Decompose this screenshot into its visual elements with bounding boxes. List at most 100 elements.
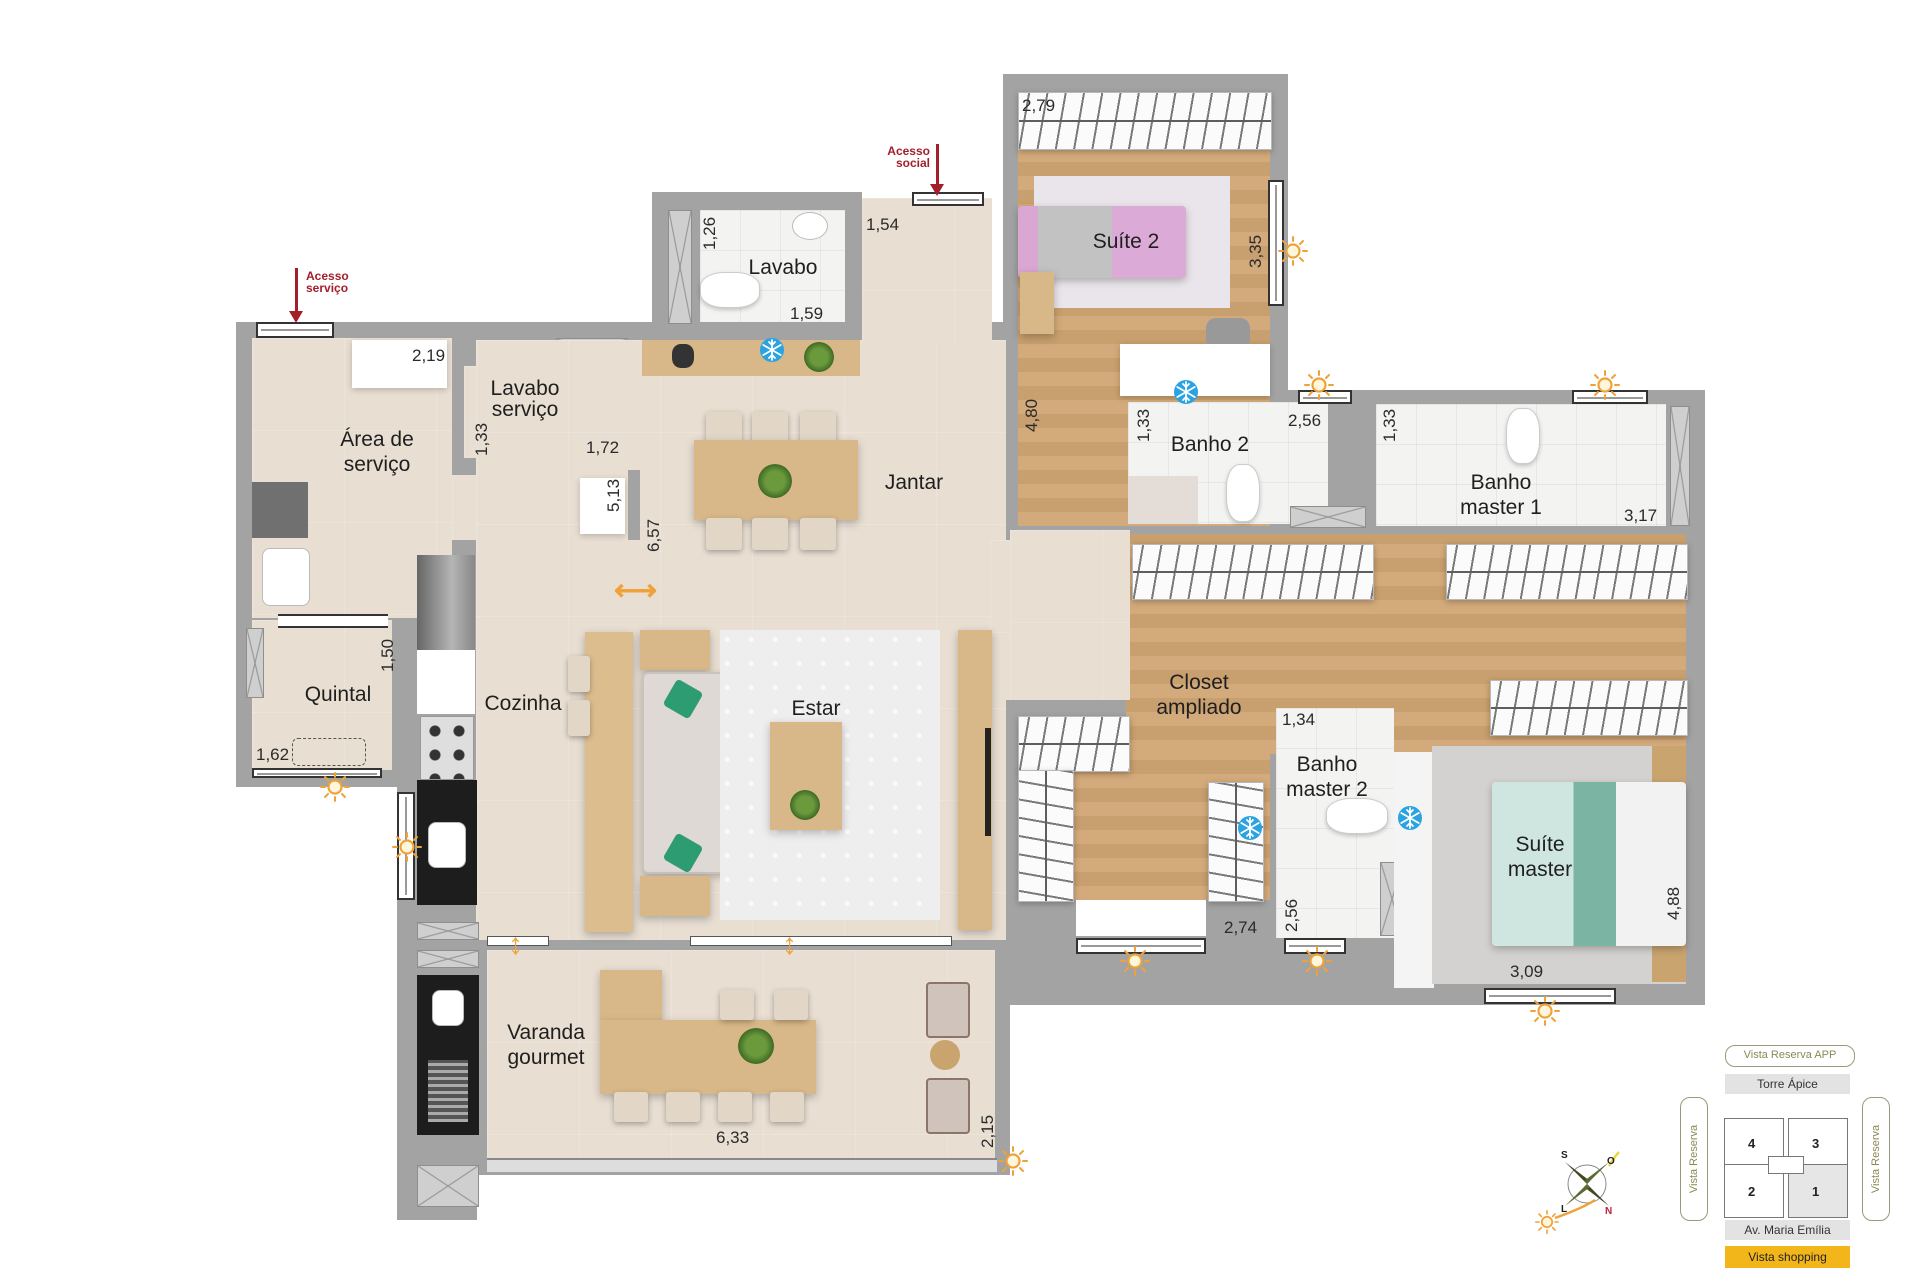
compass-rose: S O N L — [1535, 1148, 1635, 1238]
quintal-window-divider — [278, 614, 388, 628]
grill — [428, 1060, 468, 1122]
room-label-lavabo: Lavabo — [748, 256, 818, 279]
closet-wardrobe-left — [1018, 770, 1074, 902]
dim-lavabo-height: 1,26 — [700, 216, 719, 250]
dim-suite2-height: 3,35 — [1246, 234, 1265, 268]
keymap-core — [1768, 1156, 1804, 1174]
dim-banho2-width: 2,56 — [1288, 411, 1322, 430]
hallway-floor — [1010, 530, 1130, 700]
room-label-quintal: Quintal — [304, 683, 372, 706]
social-access-label: Acesso social — [887, 144, 930, 170]
closet-window[interactable] — [1076, 938, 1206, 954]
varanda-plant — [738, 1028, 774, 1064]
dim-hall-width: 1,54 — [866, 215, 900, 234]
dim-banho2-height: 1,33 — [1134, 408, 1153, 442]
varanda-sink — [432, 990, 464, 1026]
dim-suite2-width: 2,79 — [1022, 96, 1056, 115]
closet-wardrobe-right — [1490, 680, 1688, 736]
dim-lavabo-servico-width: 1,72 — [586, 438, 620, 457]
closet-wardrobe-top-right — [1446, 544, 1688, 600]
banho-master2-window[interactable] — [1284, 938, 1346, 954]
hall-floor — [862, 198, 992, 343]
armchair — [926, 982, 970, 1038]
sun-icon — [1120, 946, 1150, 976]
dim-closet-width: 2,74 — [1224, 918, 1258, 937]
room-label-cozinha: Cozinha — [484, 692, 562, 715]
banho2-vanity — [1128, 476, 1198, 524]
shaft-varanda-top — [417, 922, 479, 940]
air-conditioning-icon — [758, 336, 786, 364]
quintal-floor — [252, 620, 392, 770]
closet-wardrobe-top-left — [1132, 544, 1374, 600]
varanda-chair — [770, 1092, 804, 1122]
kitchen-counter-white — [417, 650, 475, 714]
banho-master1-window[interactable] — [1572, 390, 1648, 404]
kitchen-varanda-door[interactable] — [487, 936, 549, 946]
social-access-arrow-icon — [930, 144, 944, 196]
suite-master-window[interactable] — [1484, 988, 1616, 1004]
dim-suite-master-width: 3,09 — [1510, 962, 1544, 981]
sliding-door-vertical-arrow-icon: ↕ — [782, 928, 797, 961]
service-door[interactable] — [256, 322, 334, 338]
room-label-varanda-gourmet: Varanda gourmet — [507, 1021, 585, 1069]
service-tank — [262, 548, 310, 606]
room-label-suite-master: Suíte master — [1507, 833, 1573, 881]
air-conditioning-icon — [1396, 804, 1424, 832]
sun-icon — [1590, 370, 1620, 400]
keymap-street: Av. Maria Emília — [1725, 1220, 1850, 1240]
side-table-bottom — [640, 876, 710, 916]
key-map: Vista Reserva APP Torre Ápice Vista Rese… — [1680, 1040, 1900, 1280]
keymap-bottom-view: Vista shopping — [1725, 1246, 1850, 1268]
service-access-arrow-icon — [289, 268, 303, 323]
compass-icon — [1554, 1151, 1620, 1220]
dim-banho-master2-width: 1,34 — [1282, 710, 1316, 729]
room-label-suite-2: Suíte 2 — [1092, 230, 1160, 253]
suite2-wardrobe — [1018, 92, 1272, 150]
dining-chair — [706, 518, 742, 550]
dim-banho-master1-width: 3,17 — [1624, 506, 1658, 525]
dim-quintal-height: 1,50 — [378, 638, 397, 672]
closet-desk — [1076, 900, 1206, 936]
dim-lavabo-width: 1,59 — [790, 304, 824, 323]
sun-icon — [392, 832, 422, 862]
banho2-toilet — [1226, 464, 1260, 522]
keymap-unit-3-number: 3 — [1812, 1136, 1820, 1151]
sun-icon — [1302, 946, 1332, 976]
dim-cozinha-length: 5,13 — [604, 478, 623, 512]
sun-icon — [998, 1146, 1028, 1176]
sliding-door-vertical-arrow-icon: ↕ — [508, 928, 523, 961]
room-label-closet-ampliado: Closet ampliado — [1156, 671, 1242, 719]
suite-master-area — [1394, 752, 1434, 988]
varanda-chair — [666, 1092, 700, 1122]
lavabo-sink — [792, 212, 828, 240]
varanda-bench — [600, 970, 662, 1020]
dining-chair — [752, 518, 788, 550]
suite-master-bed — [1492, 782, 1686, 946]
service-counter — [352, 340, 447, 388]
sun-icon — [320, 772, 350, 802]
keymap-right-view: Vista Reserva — [1862, 1097, 1890, 1221]
shaft-varanda-mid — [417, 950, 479, 968]
suite2-bed — [1018, 206, 1186, 278]
suite2-window[interactable] — [1268, 180, 1284, 306]
dining-chair — [800, 518, 836, 550]
living-sliding-door[interactable] — [690, 936, 952, 946]
compass-west-label: O — [1607, 1156, 1615, 1167]
dim-area-servico-width: 2,19 — [412, 346, 446, 365]
social-door[interactable] — [912, 192, 984, 206]
living-bench — [585, 632, 633, 932]
varanda-chair — [720, 990, 754, 1020]
compass-east-label: L — [1561, 1204, 1568, 1215]
dim-suite-master-height: 4,88 — [1664, 886, 1683, 920]
room-label-banho-master-1: Banho master 1 — [1460, 471, 1542, 519]
kitchen-divider-wall — [628, 470, 640, 540]
service-access-label: Acesso serviço — [306, 269, 349, 295]
dim-living-length: 6,57 — [644, 518, 663, 552]
keymap-left-view: Vista Reserva — [1680, 1097, 1708, 1221]
quintal-window[interactable] — [252, 768, 382, 778]
sliding-door-horizontal-arrow-icon: ⟷ — [614, 574, 658, 607]
bar-stool — [568, 656, 590, 692]
plant-sideboard — [804, 342, 834, 372]
dim-banho-master1-height: 1,33 — [1380, 408, 1399, 442]
dim-suite2-length: 4,80 — [1022, 398, 1041, 432]
